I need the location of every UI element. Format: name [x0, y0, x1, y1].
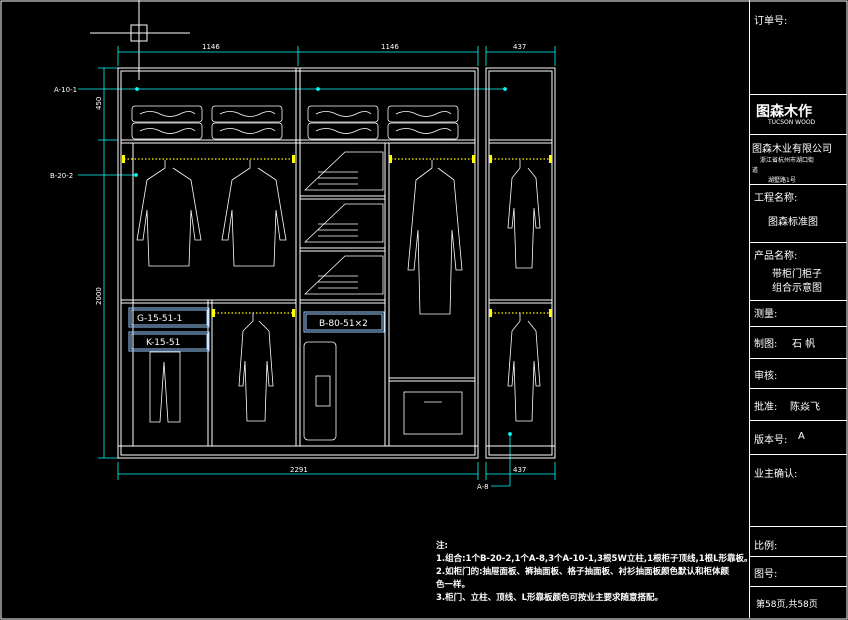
- label-a10: A-10-1: [54, 86, 77, 94]
- drawn-value: 石 帆: [792, 339, 816, 350]
- drawn-row: 制图: 石 帆: [750, 327, 847, 359]
- drawer-box-g15: G-15-51-1: [137, 314, 182, 324]
- dim-height-main: 2000: [95, 287, 103, 305]
- project-value: 图森标准图: [768, 217, 818, 228]
- notes-line-3: 3.柜门、立柱、顶线、L形靠板颜色可按业主要求随意搭配。: [436, 593, 664, 603]
- notes-line-2: 2.如柜门的:抽屉面板、裤抽面板、格子抽面板、衬衫抽面板颜色默认和柜体颜: [436, 567, 730, 577]
- leader-lines: [78, 87, 512, 487]
- left-dimension-lines: [98, 67, 118, 459]
- measure-row: 测量:: [750, 301, 847, 327]
- company-logo: 图森木作: [756, 104, 812, 120]
- drawer-box-b80: B-80-51×2: [319, 319, 368, 329]
- notes-line-1: 1.组合:1个B-20-2,1个A-8,3个A-10-1,3根5W立柱,1根柜子…: [436, 554, 753, 564]
- folded-clothes-top: [131, 105, 459, 140]
- order-number-label: 订单号:: [754, 16, 788, 27]
- product-value-1: 带柜门柜子: [772, 269, 822, 280]
- drawing-number-label: 图号:: [754, 569, 778, 580]
- review-label: 审核:: [754, 371, 778, 382]
- version-row: 版本号: A: [750, 421, 847, 455]
- top-dimension-lines: [117, 46, 556, 66]
- hanging-clothes: [136, 160, 541, 423]
- approve-label: 批准:: [754, 402, 778, 413]
- order-number-row: 订单号:: [750, 0, 847, 95]
- version-label: 版本号:: [754, 435, 788, 446]
- measure-label: 测量:: [754, 309, 778, 320]
- luggage-and-drawer: [303, 341, 463, 441]
- rail-end-caps: [122, 155, 552, 317]
- approve-row: 批准: 陈焱飞: [750, 389, 847, 421]
- company-logo-sub: TUCSON WOOD: [768, 119, 816, 126]
- owner-confirm-label: 业主确认:: [754, 469, 798, 480]
- page-info: 第58页,共58页: [756, 600, 818, 610]
- notes-title: 注:: [436, 541, 448, 551]
- drawing-notes: 注: 1.组合:1个B-20-2,1个A-8,3个A-10-1,3根5W立柱,1…: [436, 540, 753, 605]
- hanging-rails: [124, 158, 550, 314]
- dim-height-top: 450: [95, 97, 103, 110]
- label-a8: A-8: [477, 483, 489, 491]
- dim-top-left: 1146: [202, 43, 220, 51]
- logo-row: 图森木作 TUCSON WOOD: [750, 95, 847, 135]
- crosshair-cursor: [90, 0, 190, 80]
- dim-top-right: 437: [513, 43, 526, 51]
- page-info-row: 第58页,共58页: [750, 587, 847, 618]
- product-value-2: 组合示意图: [772, 283, 822, 294]
- drawer-box-k15: K-15-51: [146, 338, 180, 348]
- project-row: 工程名称: 图森标准图: [750, 185, 847, 243]
- company-row: 图森木业有限公司 浙江省杭州市湖口街 道 湖墅路1号: [750, 135, 847, 185]
- scale-row: 比例:: [750, 527, 847, 557]
- project-label: 工程名称:: [754, 193, 798, 204]
- dim-bottom-right: 437: [513, 466, 526, 474]
- drawn-label: 制图:: [754, 339, 778, 350]
- review-row: 审核:: [750, 359, 847, 389]
- version-value: A: [798, 431, 805, 442]
- label-b20: B-20-2: [50, 172, 73, 180]
- company-address-2: 道: [752, 167, 759, 174]
- drawing-number-row: 图号:: [750, 557, 847, 587]
- scale-label: 比例:: [754, 541, 778, 552]
- dim-top-mid: 1146: [381, 43, 399, 51]
- product-label: 产品名称:: [754, 251, 798, 262]
- owner-confirm-row: 业主确认:: [750, 455, 847, 527]
- notes-line-2b: 色一样。: [436, 580, 471, 590]
- company-address-3: 湖墅路1号: [768, 177, 796, 184]
- title-block: 订单号: 图森木作 TUCSON WOOD 图森木业有限公司 浙江省杭州市湖口街…: [749, 0, 847, 618]
- cabinet-frames: [117, 67, 556, 459]
- approve-value: 陈焱飞: [790, 402, 820, 413]
- drawer-boxes: [128, 307, 385, 352]
- company-address-1: 浙江省杭州市湖口街: [760, 157, 815, 164]
- bottom-dimension-lines: [117, 462, 556, 480]
- company-name: 图森木业有限公司: [752, 144, 832, 155]
- product-row: 产品名称: 带柜门柜子 组合示意图: [750, 243, 847, 301]
- dim-bottom-main: 2291: [290, 466, 308, 474]
- shelf-folded-stack: [303, 151, 384, 295]
